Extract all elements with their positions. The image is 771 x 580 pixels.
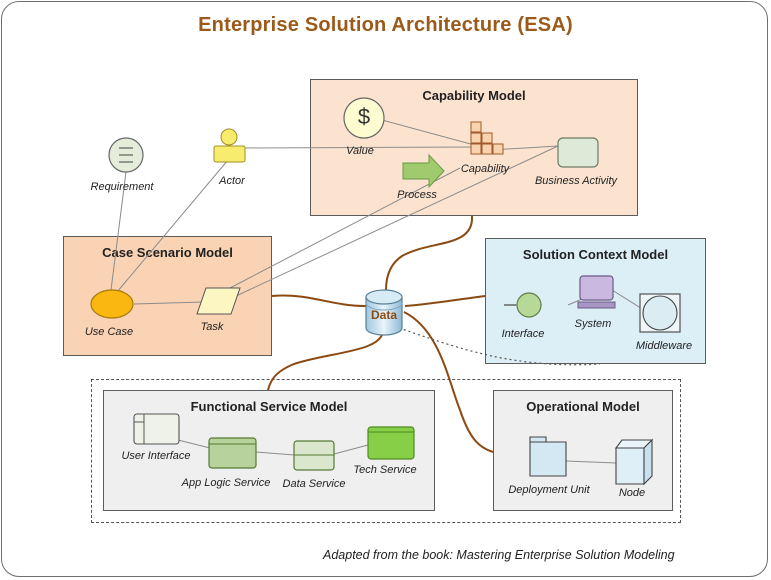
capability-icon: [470, 121, 504, 155]
node-label: Node: [618, 487, 646, 499]
middleware-label: Middleware: [635, 340, 693, 352]
system-icon: [577, 275, 616, 309]
solution-context-model-title: Solution Context Model: [522, 247, 669, 262]
data-connectors: [267, 215, 494, 453]
business-activity-label: Business Activity: [534, 175, 618, 187]
deployment-unit-icon: [529, 436, 567, 477]
use-case-icon: [90, 289, 134, 319]
user-interface-label: User Interface: [121, 450, 191, 462]
task-label: Task: [200, 321, 224, 333]
app-logic-service-icon: [208, 437, 257, 469]
user-interface-icon: [133, 413, 180, 445]
actor-label: Actor: [219, 175, 245, 187]
data-service-icon: [293, 440, 335, 471]
system-label: System: [574, 318, 612, 330]
diagram-title: Enterprise Solution Architecture (ESA): [198, 14, 573, 36]
data-store-icon: [365, 289, 403, 336]
interface-icon: [504, 292, 542, 318]
task-icon: [196, 287, 241, 315]
connector-operational: [403, 311, 494, 453]
deployment-unit-label: Deployment Unit: [508, 484, 590, 496]
actor-icon: [213, 128, 246, 163]
source-credit: Adapted from the book: Mastering Enterpr…: [323, 548, 675, 562]
tech-service-label: Tech Service: [353, 464, 417, 476]
capability-model-title: Capability Model: [422, 88, 526, 103]
data-service-label: Data Service: [282, 478, 346, 490]
capability-label: Capability: [460, 163, 510, 175]
connector-case-scenario: [271, 294, 367, 307]
process-label: Process: [397, 189, 437, 201]
tech-service-icon: [367, 426, 415, 460]
data-hub-label: Data: [370, 308, 398, 322]
use-case-label: Use Case: [84, 326, 134, 338]
connector-functional: [267, 329, 384, 391]
process-arrow-icon: [402, 153, 445, 189]
case-scenario-model-title: Case Scenario Model: [102, 245, 233, 260]
middleware-icon: [639, 293, 681, 333]
requirement-label: Requirement: [90, 181, 154, 193]
requirement-icon: [108, 137, 144, 173]
dollar-value-icon: [343, 97, 385, 139]
lower-group-dashed-box: [91, 379, 681, 523]
business-activity-icon: [557, 137, 599, 168]
interface-label: Interface: [501, 328, 545, 340]
connector-capability: [385, 215, 474, 291]
connector-solution-context: [404, 295, 486, 307]
dotted-link: [379, 321, 601, 366]
functional-service-model-box: Functional Service Model: [103, 390, 435, 511]
value-label: Value: [346, 145, 374, 157]
app-logic-service-label: App Logic Service: [181, 477, 271, 489]
value-symbol-text: $: [357, 104, 371, 129]
operational-model-title: Operational Model: [526, 399, 640, 414]
node-icon: [614, 438, 654, 486]
functional-service-model-title: Functional Service Model: [190, 399, 348, 414]
